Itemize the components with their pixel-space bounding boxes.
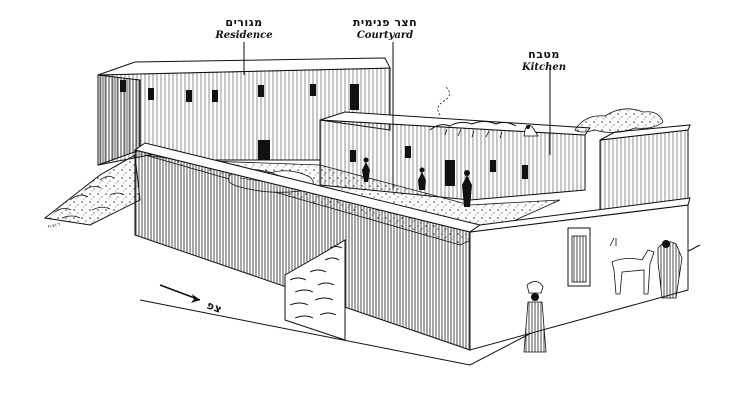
artist-signature: ד.ש.ח bbox=[47, 221, 61, 230]
arrowhead-icon bbox=[191, 294, 200, 303]
label-kitchen-hebrew: מטבח bbox=[528, 48, 560, 61]
label-residence: מגורים Residence bbox=[214, 16, 272, 41]
label-courtyard: חצר פנימית Courtyard bbox=[353, 16, 417, 41]
north-arrow: צפ bbox=[159, 284, 224, 316]
residence-building bbox=[97, 57, 391, 166]
woman-with-jar-figure bbox=[523, 281, 547, 353]
label-residence-english: Residence bbox=[214, 30, 272, 41]
kitchen-building bbox=[319, 86, 591, 201]
side-tower bbox=[574, 108, 691, 221]
label-kitchen-english: Kitchen bbox=[521, 62, 566, 73]
label-courtyard-english: Courtyard bbox=[357, 30, 413, 41]
north-arrow-label: צפ bbox=[205, 299, 224, 316]
label-kitchen: מטבח Kitchen bbox=[521, 48, 566, 73]
donkey-and-man-figure bbox=[609, 237, 683, 299]
label-residence-hebrew: מגורים bbox=[225, 16, 262, 29]
label-courtyard-hebrew: חצר פנימית bbox=[353, 16, 417, 29]
outer-wall-right bbox=[469, 197, 691, 351]
stone-wall-section bbox=[284, 239, 346, 341]
rubble-ramp-left bbox=[43, 154, 141, 226]
